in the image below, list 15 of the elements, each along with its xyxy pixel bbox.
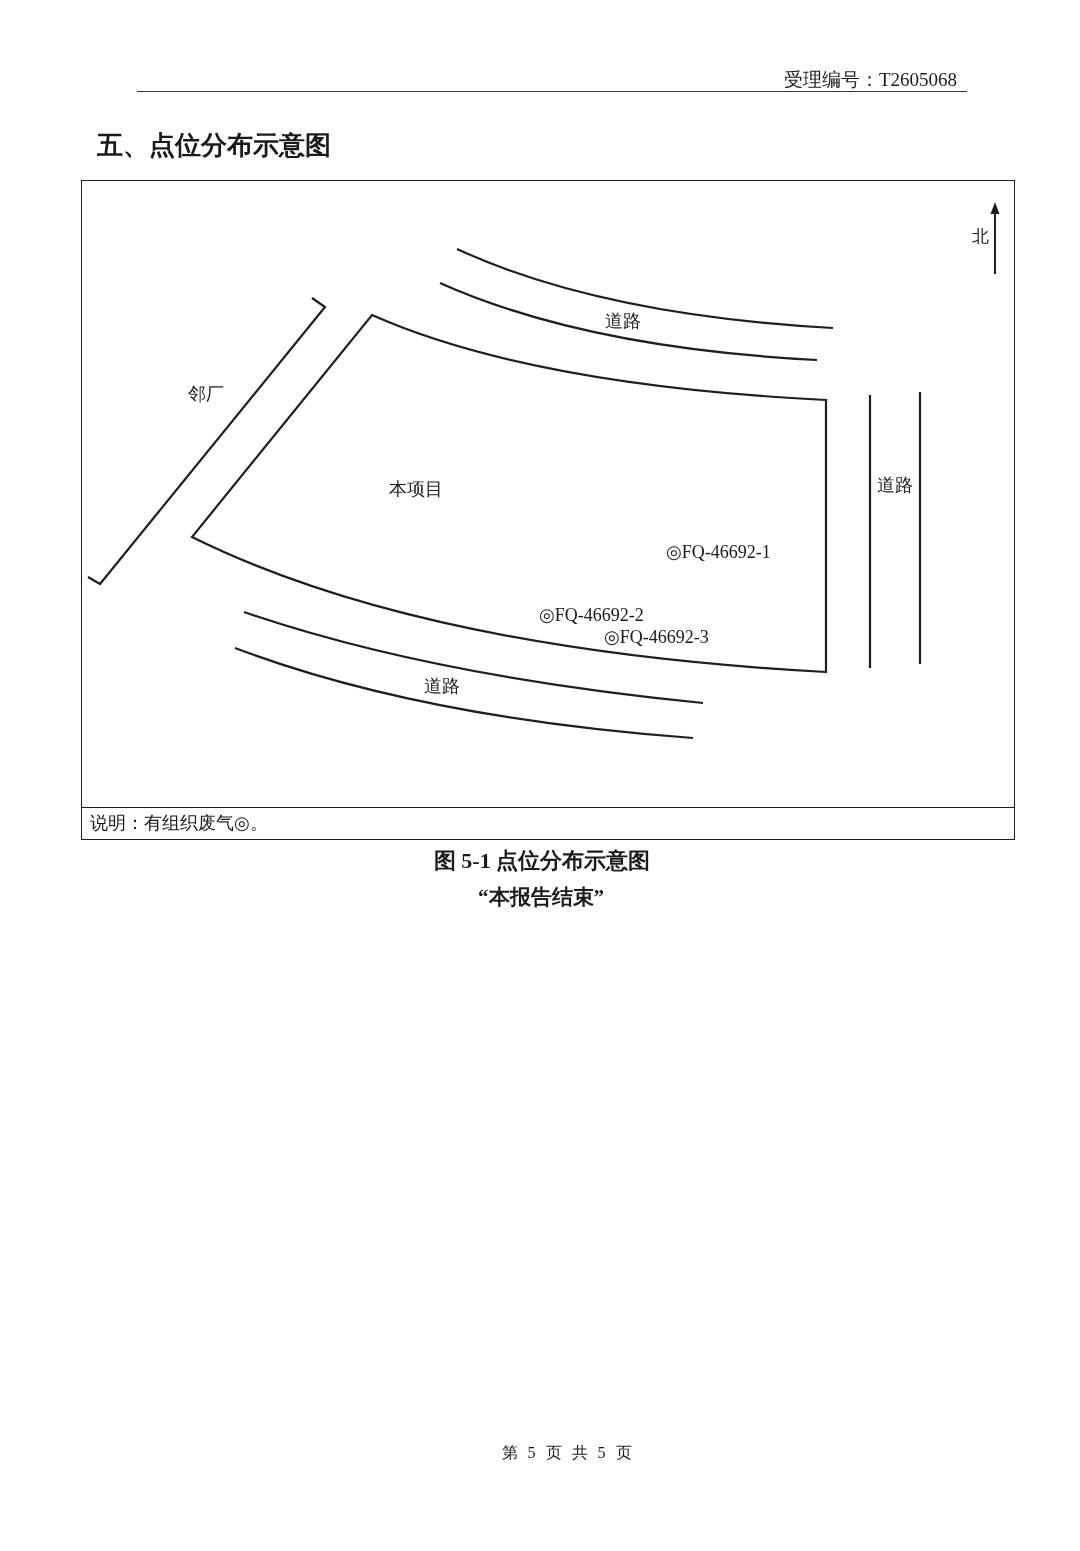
- page-number: 第 5 页 共 5 页: [501, 1445, 635, 1461]
- place-label: 邻厂: [188, 385, 224, 403]
- report-number: 受理编号：T2605068: [783, 70, 957, 89]
- road-label: 道路: [605, 312, 641, 330]
- figure-caption: 图 5-1 点位分布示意图: [433, 850, 651, 872]
- section-title: 五、点位分布示意图: [97, 132, 331, 158]
- road-label: 道路: [424, 677, 460, 695]
- legend-note: 说明：有组织废气◎。: [81, 807, 1015, 839]
- road-label: 道路: [877, 476, 913, 494]
- site-label: 本项目: [389, 480, 443, 498]
- sampling-point-label: ◎FQ-46692-2: [539, 606, 644, 624]
- end-note: “本报告结束”: [478, 887, 604, 908]
- sampling-point-label: ◎FQ-46692-3: [604, 628, 709, 646]
- direction-label: 北: [972, 228, 989, 245]
- sampling-point-label: ◎FQ-46692-1: [666, 543, 771, 561]
